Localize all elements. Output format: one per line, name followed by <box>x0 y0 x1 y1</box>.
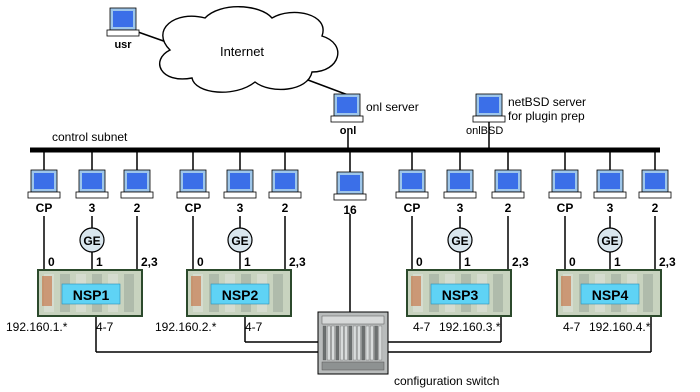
nsp1-pc-1: 3 <box>75 169 109 215</box>
internet-onl-link <box>307 79 349 96</box>
nsp3-switch-ports: 4-7 <box>413 320 431 334</box>
nsp4-port-label-1: 1 <box>614 255 621 269</box>
nsp3-port-label-1: 1 <box>464 255 471 269</box>
netbsd-label-line2: for plugin prep <box>508 109 585 123</box>
nsp4-pc-0-label: CP <box>557 201 574 215</box>
nsp4-pc-1: 3 <box>593 169 627 215</box>
nsp2-name: NSP2 <box>222 287 259 303</box>
nsp1-switch-ports: 4-7 <box>96 320 114 334</box>
nsp1-port-label-0: 0 <box>48 255 55 269</box>
usr-label: usr <box>114 39 132 51</box>
nsp1-pc-1-label: 3 <box>89 201 96 215</box>
internet-cloud: Internet <box>159 6 339 93</box>
nsp3-port-label-2: 2,3 <box>512 255 529 269</box>
configuration-switch-label: configuration switch <box>394 374 499 388</box>
nsp1-pc-0-label: CP <box>36 201 53 215</box>
ge-label: GE <box>601 234 618 248</box>
onl-host-label: onl <box>340 125 357 137</box>
nsp3-pc-0-label: CP <box>404 201 421 215</box>
switch-slots <box>322 325 383 361</box>
onl-server: onl server onl <box>330 93 419 137</box>
nsp3-port-label-0: 0 <box>416 255 423 269</box>
nsp2-port-label-0: 0 <box>197 255 204 269</box>
nsp3-pc-2: 2 <box>491 169 525 215</box>
nsp4-switch-ports: 4-7 <box>563 320 581 334</box>
nsp4-pc-1-label: 3 <box>607 201 614 215</box>
nsp4-pc-2: 2 <box>638 169 672 215</box>
netbsd-label-line1: netBSD server <box>508 95 586 109</box>
netbsd-server: netBSD server for plugin prep onlBSD <box>466 93 586 137</box>
internet-label: Internet <box>220 44 264 59</box>
onlbsd-host-label: onlBSD <box>466 125 503 137</box>
nsp2-pc-0: CP <box>176 169 210 215</box>
control-subnet-label: control subnet <box>52 130 128 144</box>
nsp1-pc-2: 2 <box>120 169 154 215</box>
ge-label: GE <box>451 234 468 248</box>
nsp1-port-label-1: 1 <box>96 255 103 269</box>
nsp1-ge-hub: GE <box>79 227 105 253</box>
nsp2-port-label-2: 2,3 <box>289 255 306 269</box>
nsp1-address: 192.160.1.* <box>6 320 68 334</box>
nsp3-pc-2-label: 2 <box>505 201 512 215</box>
nsp4-port-label-2: 2,3 <box>659 255 676 269</box>
nsp2-switch-ports: 4-7 <box>245 320 263 334</box>
nsp1-pc-0: CP <box>27 169 61 215</box>
nsp2-port-label-1: 1 <box>244 255 251 269</box>
nsp3-pc-1: 3 <box>443 169 477 215</box>
nsp4-pc-2-label: 2 <box>652 201 659 215</box>
onl-server-label: onl server <box>366 100 419 114</box>
nsp4-address: 192.160.4.* <box>589 320 651 334</box>
nsp3-address: 192.160.3.* <box>439 320 501 334</box>
nsp1-port-label-2: 2,3 <box>141 255 158 269</box>
user-computer: usr <box>106 7 140 51</box>
ge-label: GE <box>83 234 100 248</box>
ge-label: GE <box>231 234 248 248</box>
nsp2-chassis: NSP2 <box>186 269 292 317</box>
nsp1-pc-2-label: 2 <box>134 201 141 215</box>
configuration-switch: configuration switch <box>317 311 499 388</box>
nsp2-pc-2-label: 2 <box>282 201 289 215</box>
nsp2-ge-hub: GE <box>227 227 253 253</box>
nsp4-chassis: NSP4 <box>556 269 662 317</box>
nsp4-name: NSP4 <box>592 287 629 303</box>
nsp1-chassis: NSP1 <box>37 269 143 317</box>
nsp3-pc-1-label: 3 <box>457 201 464 215</box>
nsp4-pc-0: CP <box>548 169 582 215</box>
nsp2-pc-1-label: 3 <box>237 201 244 215</box>
nsp2-pc-1: 3 <box>223 169 257 215</box>
nsp4-port-label-0: 0 <box>569 255 576 269</box>
nsp3-ge-hub: GE <box>447 227 473 253</box>
nsp3-pc-0: CP <box>395 169 429 215</box>
nsp2-address: 192.160.2.* <box>155 320 217 334</box>
control-subnet: control subnet <box>30 130 660 153</box>
center-pc-label: 16 <box>343 203 357 217</box>
nsp1-name: NSP1 <box>73 287 110 303</box>
nsp3-chassis: NSP3 <box>406 269 512 317</box>
nsp4-ge-hub: GE <box>597 227 623 253</box>
center-computer: 16 <box>333 171 367 217</box>
nsp2-pc-0-label: CP <box>185 201 202 215</box>
nsp2-pc-2: 2 <box>268 169 302 215</box>
nsp3-name: NSP3 <box>442 287 479 303</box>
